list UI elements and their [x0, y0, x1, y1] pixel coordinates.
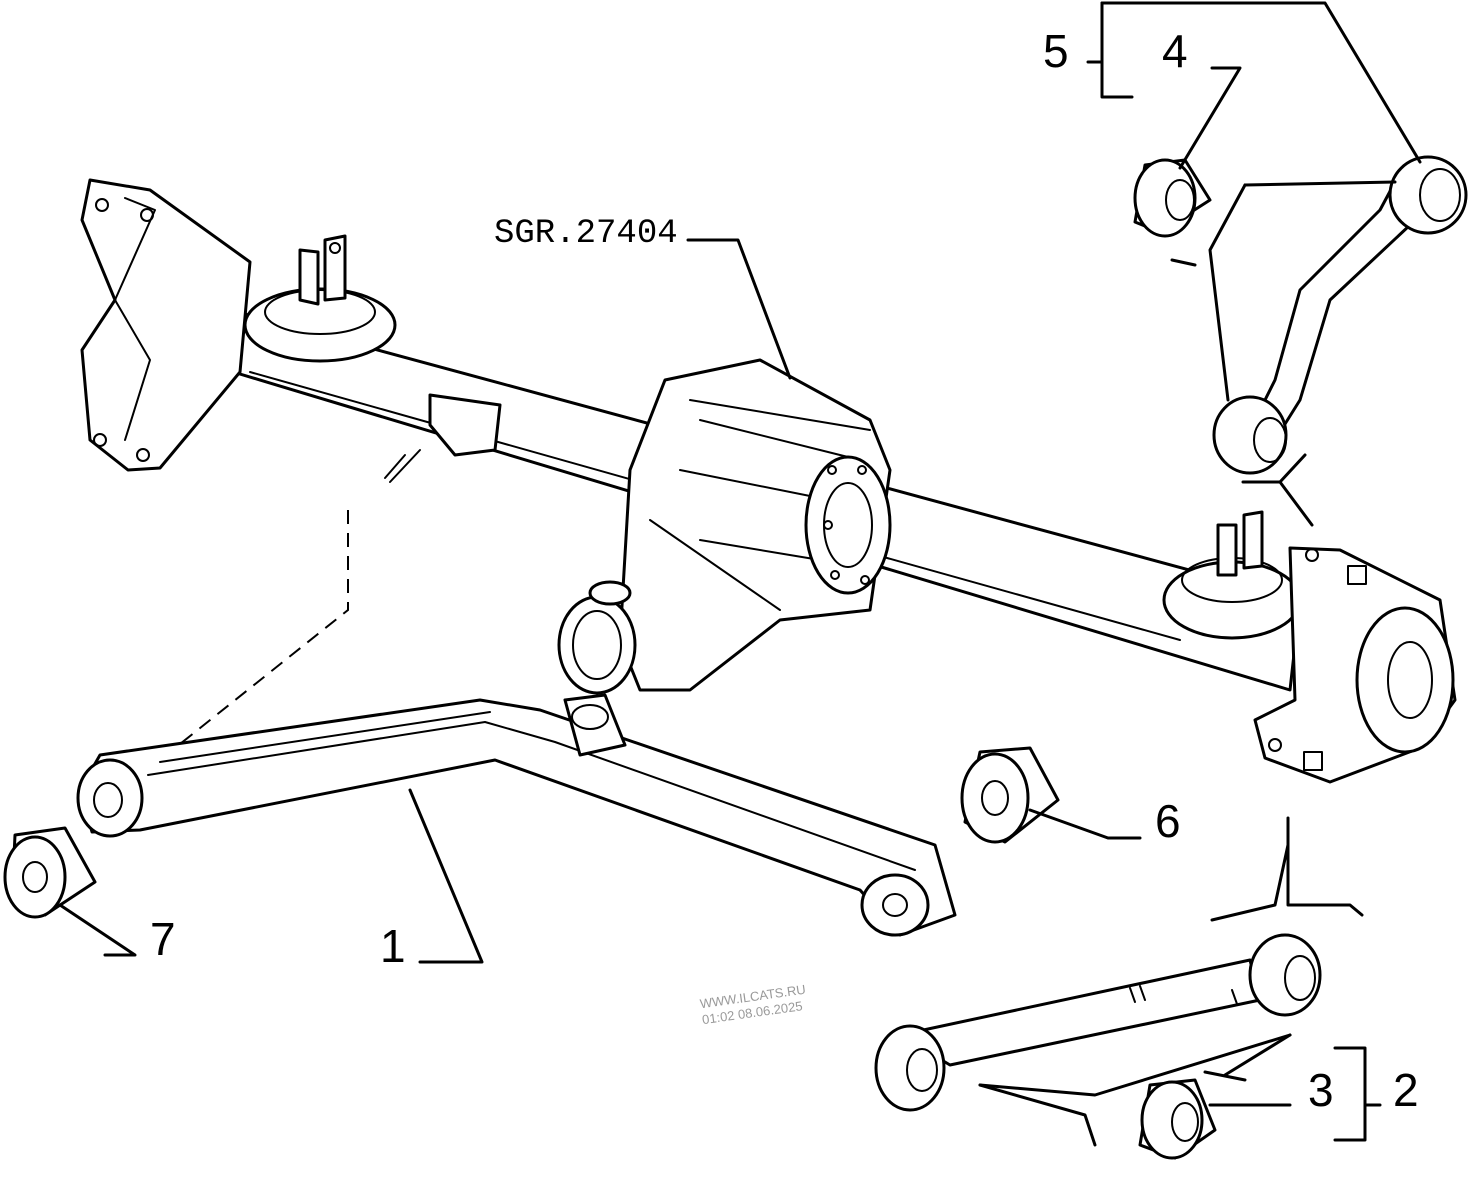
callout-1: 1 [380, 920, 406, 972]
right-spring-seat [1162, 510, 1302, 640]
callout-4: 4 [1162, 25, 1188, 77]
mounting-stud [159, 393, 502, 761]
differential-housing [557, 358, 892, 695]
callout-6: 6 [1155, 795, 1181, 847]
watermark: WWW.ILCATS.RU 01:02 08.06.2025 [699, 982, 807, 1028]
callout-3: 3 [1308, 1064, 1334, 1116]
callout-2: 2 [1393, 1064, 1419, 1116]
diagram-code: SGR.27404 [494, 215, 678, 253]
lateral-link [874, 933, 1322, 1160]
upper-control-arm [1133, 155, 1468, 475]
left-mounting-plate [80, 178, 252, 472]
callout-5: 5 [1043, 25, 1069, 77]
left-spring-seat [243, 234, 397, 363]
right-hub-carrier [1253, 546, 1457, 784]
callout-7: 7 [150, 913, 176, 965]
trailing-arm [76, 693, 957, 937]
bushing-7 [3, 826, 97, 919]
leader-lines [58, 1, 1422, 1147]
bushing-6 [960, 746, 1060, 844]
